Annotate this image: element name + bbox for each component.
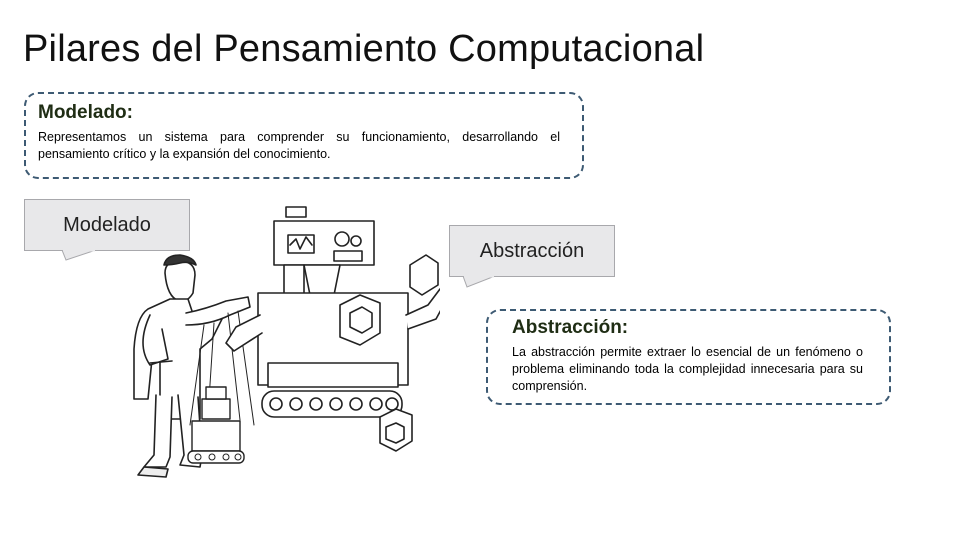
abstraccion-text: La abstracción permite extraer lo esenci…	[512, 345, 863, 393]
modelado-callout: Modelado	[24, 199, 190, 251]
abstraccion-definition-box: Abstracción: La abstracción permite extr…	[486, 309, 891, 405]
abstraccion-callout-tail	[462, 276, 496, 288]
marionette-figure	[187, 310, 255, 464]
abstraccion-heading: Abstracción:	[512, 317, 629, 338]
modelado-callout-tail	[61, 250, 97, 261]
modelado-text: Representamos un sistema para comprender…	[38, 130, 560, 161]
modelado-heading: Modelado:	[38, 102, 133, 123]
modelado-definition-box: Modelado: Representamos un sistema para …	[24, 92, 584, 179]
abstraccion-callout: Abstracción	[449, 225, 615, 277]
man-figure	[133, 254, 251, 478]
man-and-robot-illustration	[133, 206, 440, 478]
slide-title: Pilares del Pensamiento Computacional	[23, 28, 705, 70]
robot-figure	[225, 206, 440, 452]
